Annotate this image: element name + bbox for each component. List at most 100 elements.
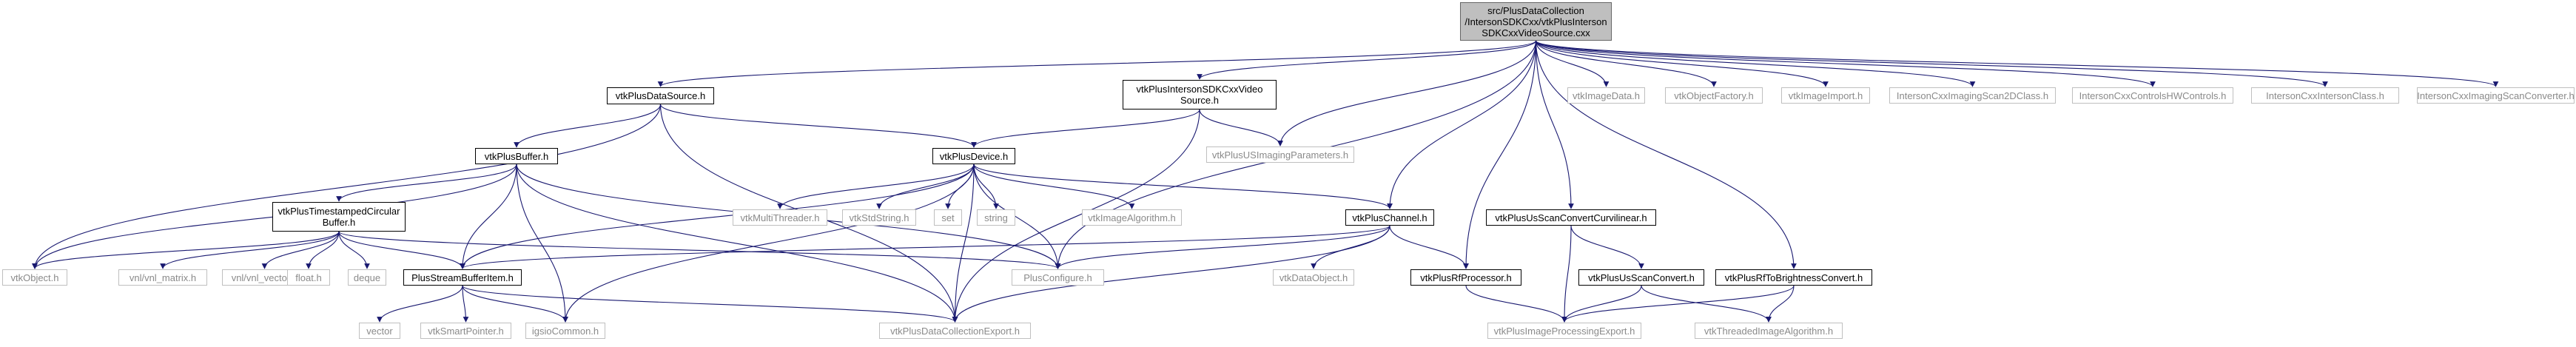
node-label: Buffer.h — [322, 217, 356, 228]
edge-chan-to-sbi — [460, 225, 1390, 269]
node-label: vector — [366, 325, 393, 337]
node-usip: vtkPlusUSImagingParameters.h — [1206, 146, 1354, 163]
edge-root-to-usip — [1277, 40, 1537, 146]
node-label: vtkImageData.h — [1572, 90, 1641, 101]
edge-tscb-to-vnlm — [160, 231, 340, 269]
edge-dev-to-dce — [952, 164, 975, 323]
node-icic: IntersonCxxIntersonClass.h — [2251, 87, 2399, 104]
node-label: vtkPlusDataCollectionExport.h — [890, 325, 1020, 337]
node-uscc[interactable]: vtkPlusUsScanConvertCurvilinear.h — [1486, 209, 1656, 226]
edge-root-to-imgdata — [1535, 40, 1610, 87]
edge-ds-to-buf — [514, 104, 662, 148]
node-objfac: vtkObjectFactory.h — [1665, 87, 1763, 104]
node-obj: vtkObject.h — [2, 269, 67, 286]
node-rfb[interactable]: vtkPlusRfToBrightnessConvert.h — [1715, 269, 1872, 286]
node-label: vtkPlusImageProcessingExport.h — [1493, 325, 1635, 337]
node-label: IntersonCxxImagingScan2DClass.h — [1896, 90, 2049, 101]
edge-tscb-to-vnlv — [261, 231, 340, 269]
node-label: IntersonCxxIntersonClass.h — [2266, 90, 2384, 101]
node-label: set — [941, 212, 955, 223]
node-rfp[interactable]: vtkPlusRfProcessor.h — [1410, 269, 1521, 286]
node-label: vtkPlusRfProcessor.h — [1420, 272, 1512, 283]
edge-rfb-to-ipe — [1561, 285, 1795, 323]
node-dce: vtkPlusDataCollectionExport.h — [879, 323, 1031, 339]
node-label: PlusConfigure.h — [1023, 272, 1092, 283]
node-label: string — [984, 212, 1008, 223]
node-mt: vtkMultiThreader.h — [733, 209, 827, 226]
node-label: PlusStreamBufferItem.h — [411, 272, 514, 283]
node-tia: vtkThreadedImageAlgorithm.h — [1695, 323, 1843, 339]
node-label: IntersonCxxControlsHWControls.h — [2079, 90, 2227, 101]
node-igsio: igsioCommon.h — [525, 323, 605, 339]
edge-tscb-to-plusconf — [338, 231, 1061, 269]
node-label: igsioCommon.h — [531, 325, 599, 337]
node-icisc: IntersonCxxImagingScanConverter.h — [2417, 87, 2575, 104]
edge-tscb-to-obj — [32, 231, 340, 269]
node-ipe: vtkPlusImageProcessingExport.h — [1487, 323, 1641, 339]
node-imgdata: vtkImageData.h — [1567, 87, 1645, 104]
edge-tscb-to-deque — [338, 231, 370, 269]
node-smartptr: vtkSmartPointer.h — [420, 323, 511, 339]
node-label: vtkPlusUSImagingParameters.h — [1211, 149, 1349, 161]
node-label: vtkObjectFactory.h — [1674, 90, 1754, 101]
node-root[interactable]: src/PlusDataCollection/IntersonSDKCxx/vt… — [1460, 2, 1612, 41]
node-label: vtkPlusUsScanConvert.h — [1588, 272, 1695, 283]
node-label: vnl/vnl_vector.h — [231, 272, 298, 283]
edge-root-to-ds — [657, 40, 1537, 87]
node-label: vtkPlusUsScanConvertCurvilinear.h — [1495, 212, 1647, 223]
edge-usc-to-ipe — [1561, 285, 1642, 323]
edge-root-to-icic — [1535, 40, 2328, 87]
node-icchw: IntersonCxxControlsHWControls.h — [2072, 87, 2233, 104]
edge-tscb-to-sbi — [338, 231, 465, 269]
node-label: /IntersonSDKCxx/vtkPlusInterson — [1464, 16, 1607, 27]
edge-sbi-to-vector — [377, 285, 463, 323]
node-float: float.h — [287, 269, 330, 286]
node-imgimport: vtkImageImport.h — [1781, 87, 1870, 104]
edge-root-to-rfb — [1535, 40, 1797, 269]
node-label: vtkObject.h — [10, 272, 59, 283]
node-label: vtkSmartPointer.h — [428, 325, 504, 337]
node-imgalg: vtkImageAlgorithm.h — [1082, 209, 1182, 226]
edge-rfb-to-tia — [1766, 285, 1795, 323]
node-label: IntersonCxxImagingScanConverter.h — [2417, 90, 2575, 101]
edge-root-to-chan — [1387, 40, 1537, 209]
edge-chan-to-dce — [952, 225, 1390, 323]
node-label: vtkPlusRfToBrightnessConvert.h — [1724, 272, 1863, 283]
node-vnlm: vnl/vnl_matrix.h — [118, 269, 207, 286]
edge-tscb-to-float — [306, 231, 340, 269]
node-label: SDKCxxVideoSource.cxx — [1482, 27, 1590, 38]
edge-uscc-to-ipe — [1561, 225, 1572, 323]
edge-dev-to-igsio — [562, 164, 975, 323]
edge-root-to-imgimport — [1535, 40, 1829, 87]
node-label: vtkPlusIntersonSDKCxxVideo — [1136, 84, 1263, 95]
node-dev[interactable]: vtkPlusDevice.h — [932, 148, 1015, 164]
edge-sbi-to-igsio — [462, 285, 568, 323]
node-ds[interactable]: vtkPlusDataSource.h — [607, 87, 714, 104]
node-sbi[interactable]: PlusStreamBufferItem.h — [403, 269, 522, 286]
edge-dev-to-plusconf — [973, 164, 1061, 269]
edge-usc-to-tia — [1641, 285, 1772, 323]
node-buf[interactable]: vtkPlusBuffer.h — [475, 148, 558, 164]
node-usc[interactable]: vtkPlusUsScanConvert.h — [1578, 269, 1704, 286]
edge-ds-to-obj — [32, 104, 662, 269]
node-label: vtkPlusDataSource.h — [615, 90, 706, 101]
node-label: vtkImageImport.h — [1788, 90, 1863, 101]
edge-dev-to-chan — [973, 164, 1393, 209]
node-label: vtkPlusTimestampedCircular — [278, 206, 400, 217]
edge-sbi-to-dce — [462, 285, 958, 323]
node-label: deque — [353, 272, 381, 283]
node-chan[interactable]: vtkPlusChannel.h — [1345, 209, 1434, 226]
node-vnlv: vnl/vnl_vector.h — [222, 269, 307, 286]
edge-uscc-to-usc — [1570, 225, 1644, 269]
node-ics2d: IntersonCxxImagingScan2DClass.h — [1889, 87, 2056, 104]
node-stdstr: vtkStdString.h — [842, 209, 916, 226]
edge-dev-to-stdstr — [876, 164, 975, 209]
edge-dev-to-mt — [777, 164, 975, 209]
node-label: vtkPlusDevice.h — [939, 150, 1009, 162]
edge-dev-to-sbi — [460, 164, 975, 269]
edge-sbi-to-smartptr — [462, 285, 469, 323]
